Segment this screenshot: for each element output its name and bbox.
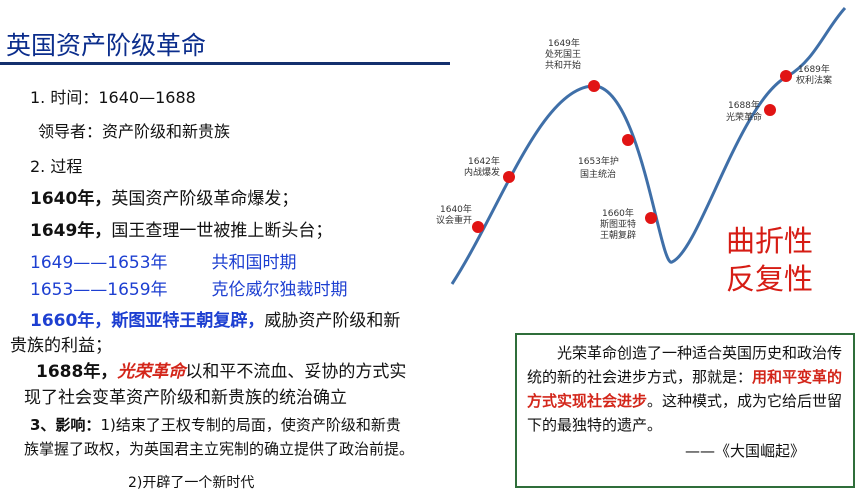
label-1649: 1649年处死国王共和开始 [545,37,581,71]
event-1640: 1640年，英国资产阶级革命爆发； [30,184,298,209]
event-1660-year-name: 1660年，斯图亚特王朝复辟， [30,311,265,331]
quality-repetitive: 反复性 [726,262,814,296]
event-1688-year: 1688年， [36,362,118,382]
event-1653-1659: 1653——1659年 克伦威尔独裁时期 [30,275,348,300]
event-1653-1659-name: 克伦威尔独裁时期 [211,280,348,300]
marker-1689 [780,70,792,82]
process-heading: 2. 过程 [30,157,83,176]
marker-1688 [764,104,776,116]
label-1688: 1688年光荣革命 [726,99,762,123]
event-1688: 1688年，光荣革命以和平不流血、妥协的方式实 [36,357,406,382]
event-1649-1653-range: 1649——1653年 [30,253,168,273]
event-1640-year: 1640年， [30,189,112,209]
quote-source: ——《大国崛起》 [684,442,805,460]
quote-box: 光荣革命创造了一种适合英国历史和政治传统的新的社会进步方式，那就是：用和平变革的… [515,333,855,488]
label-1660: 1660年斯图亚特王朝复辟 [600,207,636,241]
event-1688-cont: 现了社会变革资产阶级和新贵族的统治确立 [24,388,347,408]
event-1649: 1649年，国王查理一世被推上断头台； [30,216,332,241]
influence-line-1: 3、影响：1)结束了王权专制的局面，使资产阶级和新贵 [30,414,401,435]
leader-value: 资产阶级和新贵族 [102,122,231,141]
influence-line-3: 2)开辟了一个新时代 [128,475,255,491]
marker-1649 [588,80,600,92]
leader-label: 领导者： [38,122,103,141]
influence-text-1: 1)结束了王权专制的局面，使资产阶级和新贵 [100,416,401,434]
marker-1640 [472,221,484,233]
influence-line-2: 族掌握了政权，为英国君主立宪制的确立提供了政治前提。 [24,440,415,458]
label-1653: 1653年护国主统治 [578,155,619,180]
marker-1660 [645,212,657,224]
leader-line: 领导者：资产阶级和新贵族 [38,118,230,142]
marker-1653 [622,134,634,146]
marker-1642 [503,171,515,183]
quote-pre: 光荣革命创造了一种适合英国历史和政治传统的新的社会进步方式，那就是： [527,344,843,386]
label-1640: 1640年议会重开 [436,203,472,226]
event-1688-text: 以和平不流血、妥协的方式实 [185,362,407,382]
title-underline [0,62,450,65]
page-title: 英国资产阶级革命 [6,31,207,60]
quote-post: 。这种模式，成为它给后世留下的最独特的遗产。 [527,392,843,434]
label-1689: 1689年权利法案 [796,63,832,86]
event-1649-year: 1649年， [30,221,112,241]
event-1660: 1660年，斯图亚特王朝复辟，威胁资产阶级和新 [30,306,400,331]
event-1660-cont: 贵族的利益； [10,336,112,356]
influence-heading: 3、影响： [30,416,101,434]
event-1660-text: 威胁资产阶级和新 [264,311,401,331]
time-line: 1. 时间：1640—1688 [30,84,196,108]
event-1653-1659-range: 1653——1659年 [30,280,168,300]
quote-highlight: 用和平变革的方式实现社会进步 [527,368,843,410]
time-value: 1640—1688 [98,88,196,107]
event-1640-text: 英国资产阶级革命爆发； [111,189,299,209]
time-label: 1. 时间： [30,88,99,107]
event-1649-1653: 1649——1653年 共和国时期 [30,248,297,273]
quality-tortuous: 曲折性 [726,224,814,258]
label-1642: 1642年内战爆发 [464,155,500,178]
event-1649-1653-name: 共和国时期 [211,253,297,273]
event-1649-text: 国王查理一世被推上断头台； [111,221,333,241]
event-1688-name: 光荣革命 [117,362,186,382]
curve-qualities: 曲折性 反复性 [726,222,813,298]
